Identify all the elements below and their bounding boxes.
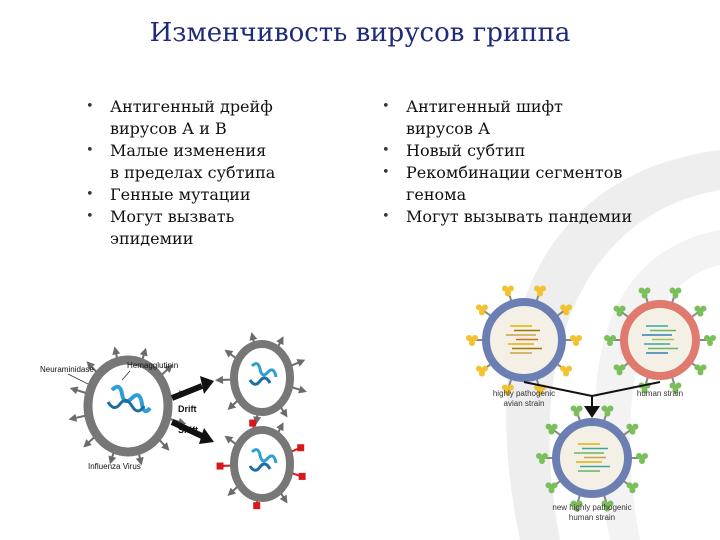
new-strain-virus: [536, 405, 648, 511]
spike-head: [299, 473, 306, 480]
spike-head: [476, 366, 488, 377]
drift-shift-diagram: Neuraminidase Hemagglutinin Influenza Vi…: [40, 332, 307, 509]
spike-head: [69, 414, 78, 422]
spike-head: [614, 364, 626, 375]
spike-head: [476, 304, 488, 315]
human-strain-label: human strain: [637, 389, 683, 398]
spike-head: [140, 348, 148, 357]
spike-head: [614, 306, 626, 317]
spike-head: [669, 287, 681, 298]
spike-head: [639, 287, 651, 298]
spike-head: [636, 453, 648, 464]
hemagglutinin-label: Hemagglutinin: [127, 361, 178, 370]
spike-head: [604, 335, 616, 346]
spike-head: [536, 453, 548, 464]
spike-head: [704, 335, 716, 346]
spike-head: [546, 482, 558, 493]
down-arrow-icon: [584, 406, 600, 418]
reassortment-diagram: highly pathogenic avian strain human str…: [466, 286, 716, 522]
spike-head: [217, 463, 224, 470]
spike-head: [297, 444, 304, 451]
spike-head: [215, 376, 223, 384]
drifted-virus: [215, 332, 307, 424]
spike-head: [694, 364, 706, 375]
influenza-virus-label: Influenza Virus: [88, 462, 141, 471]
avian-strain-label: highly pathogenic: [493, 389, 555, 398]
spike-head: [546, 424, 558, 435]
spike-head: [70, 386, 79, 394]
spike-head: [560, 304, 572, 315]
spike-head: [626, 424, 638, 435]
spike-head: [694, 306, 706, 317]
spike-head: [466, 335, 478, 346]
avian-strain-label-cont: avian strain: [504, 399, 545, 408]
new-strain-label-cont: human strain: [569, 513, 615, 522]
neuraminidase-label: Neuraminidase: [40, 365, 94, 374]
human-strain-virus: [604, 287, 716, 393]
spike-head: [571, 405, 583, 416]
spike-head: [534, 286, 546, 297]
spike-head: [626, 482, 638, 493]
drift-arrow: [172, 376, 214, 398]
drift-label: Drift: [178, 404, 197, 414]
spike-head: [560, 366, 572, 377]
spike-head: [570, 335, 582, 346]
spike-head: [502, 286, 514, 297]
spike-head: [249, 420, 256, 427]
new-strain-label: new highly pathogenic: [552, 503, 631, 512]
spike-head: [253, 502, 260, 509]
spike-head: [601, 405, 613, 416]
spike-head: [298, 386, 307, 394]
spike-head: [249, 332, 257, 341]
avian-strain-virus: [466, 286, 582, 396]
spike-head: [112, 347, 120, 356]
shifted-virus: [217, 420, 306, 510]
label-leader-line: [68, 374, 88, 384]
shift-label: Shift: [178, 425, 198, 435]
